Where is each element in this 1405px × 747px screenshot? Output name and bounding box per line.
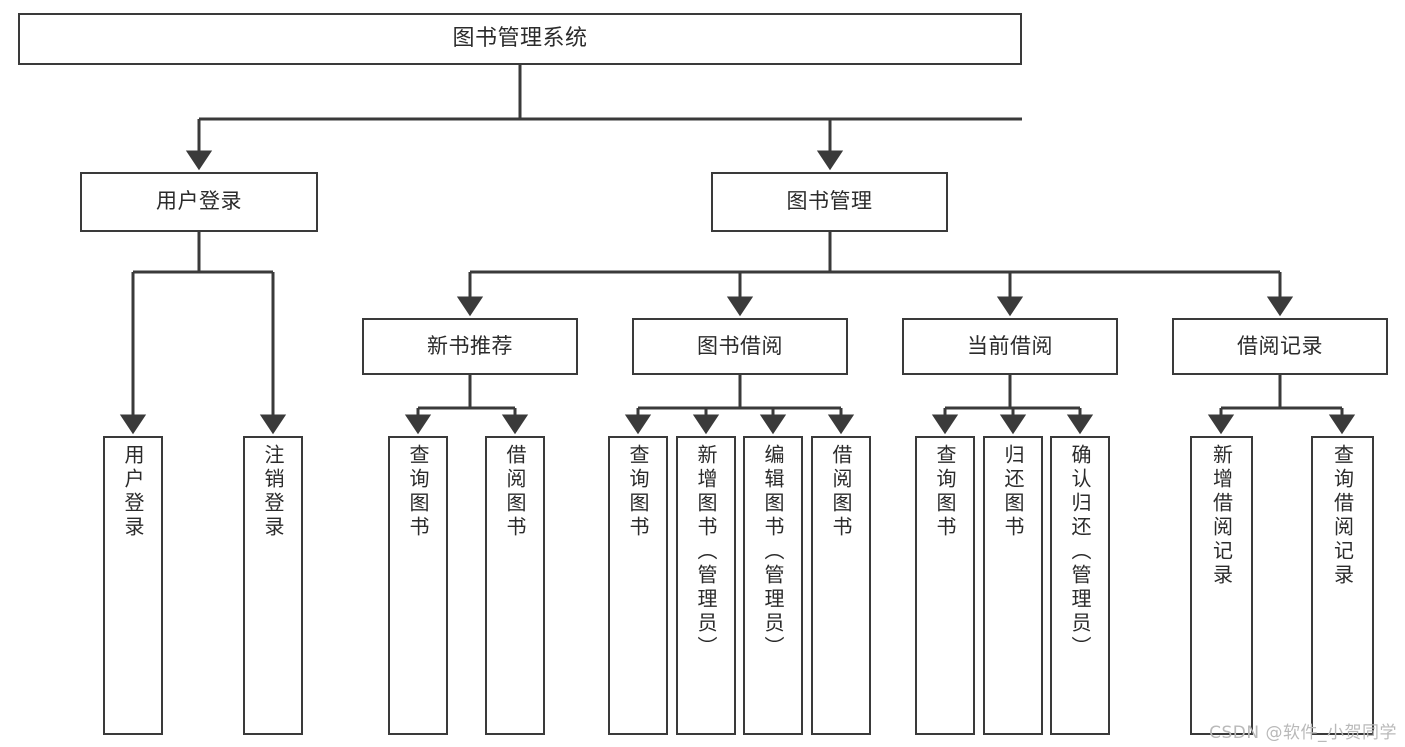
leaf-borrow-book[interactable]: 借阅图书 [811,436,871,735]
leaf-query-borrow-record-label: 查询借阅记录 [1330,444,1355,588]
node-book-borrow[interactable]: 图书借阅 [632,318,848,375]
node-root[interactable]: 图书管理系统 [18,13,1022,65]
leaf-add-borrow-record-label: 新增借阅记录 [1209,444,1234,588]
node-current-borrow-label: 当前借阅 [967,333,1053,358]
leaf-query-book-current-label: 查询图书 [933,444,957,540]
node-borrow-record-label: 借阅记录 [1237,333,1323,358]
node-new-book-recommendation[interactable]: 新书推荐 [362,318,578,375]
node-borrow-record[interactable]: 借阅记录 [1172,318,1388,375]
leaf-logout-label: 注销登录 [261,444,285,540]
watermark: CSDN @软件_小贺同学 [1209,723,1397,743]
node-user-login[interactable]: 用户登录 [80,172,318,232]
leaf-query-book-borrow[interactable]: 查询图书 [608,436,668,735]
leaf-user-login[interactable]: 用户登录 [103,436,163,735]
leaf-query-book-rec-label: 查询图书 [406,444,430,540]
leaf-borrow-book-rec-label: 借阅图书 [503,444,527,540]
leaf-confirm-return-admin[interactable]: 确认归还（管理员） [1050,436,1110,735]
node-current-borrow[interactable]: 当前借阅 [902,318,1118,375]
leaf-add-borrow-record[interactable]: 新增借阅记录 [1190,436,1253,735]
leaf-return-book[interactable]: 归还图书 [983,436,1043,735]
leaf-query-book-rec[interactable]: 查询图书 [388,436,448,735]
node-new-book-recommendation-label: 新书推荐 [427,333,513,358]
leaf-query-book-current[interactable]: 查询图书 [915,436,975,735]
node-user-login-label: 用户登录 [156,189,242,214]
leaf-add-book-admin[interactable]: 新增图书（管理员） [676,436,736,735]
node-root-label: 图书管理系统 [452,25,588,51]
leaf-user-login-label: 用户登录 [121,444,145,540]
node-book-management[interactable]: 图书管理 [711,172,948,232]
leaf-confirm-return-admin-label: 确认归还（管理员） [1068,444,1092,660]
leaf-add-book-admin-label: 新增图书（管理员） [694,444,718,660]
leaf-borrow-book-rec[interactable]: 借阅图书 [485,436,545,735]
leaf-return-book-label: 归还图书 [1001,444,1025,540]
leaf-borrow-book-label: 借阅图书 [829,444,853,540]
leaf-edit-book-admin[interactable]: 编辑图书（管理员） [743,436,803,735]
node-book-management-label: 图书管理 [786,189,873,214]
leaf-query-borrow-record[interactable]: 查询借阅记录 [1311,436,1374,735]
leaf-query-book-borrow-label: 查询图书 [626,444,650,540]
node-book-borrow-label: 图书借阅 [697,333,783,358]
leaf-logout[interactable]: 注销登录 [243,436,303,735]
leaf-edit-book-admin-label: 编辑图书（管理员） [761,444,785,660]
